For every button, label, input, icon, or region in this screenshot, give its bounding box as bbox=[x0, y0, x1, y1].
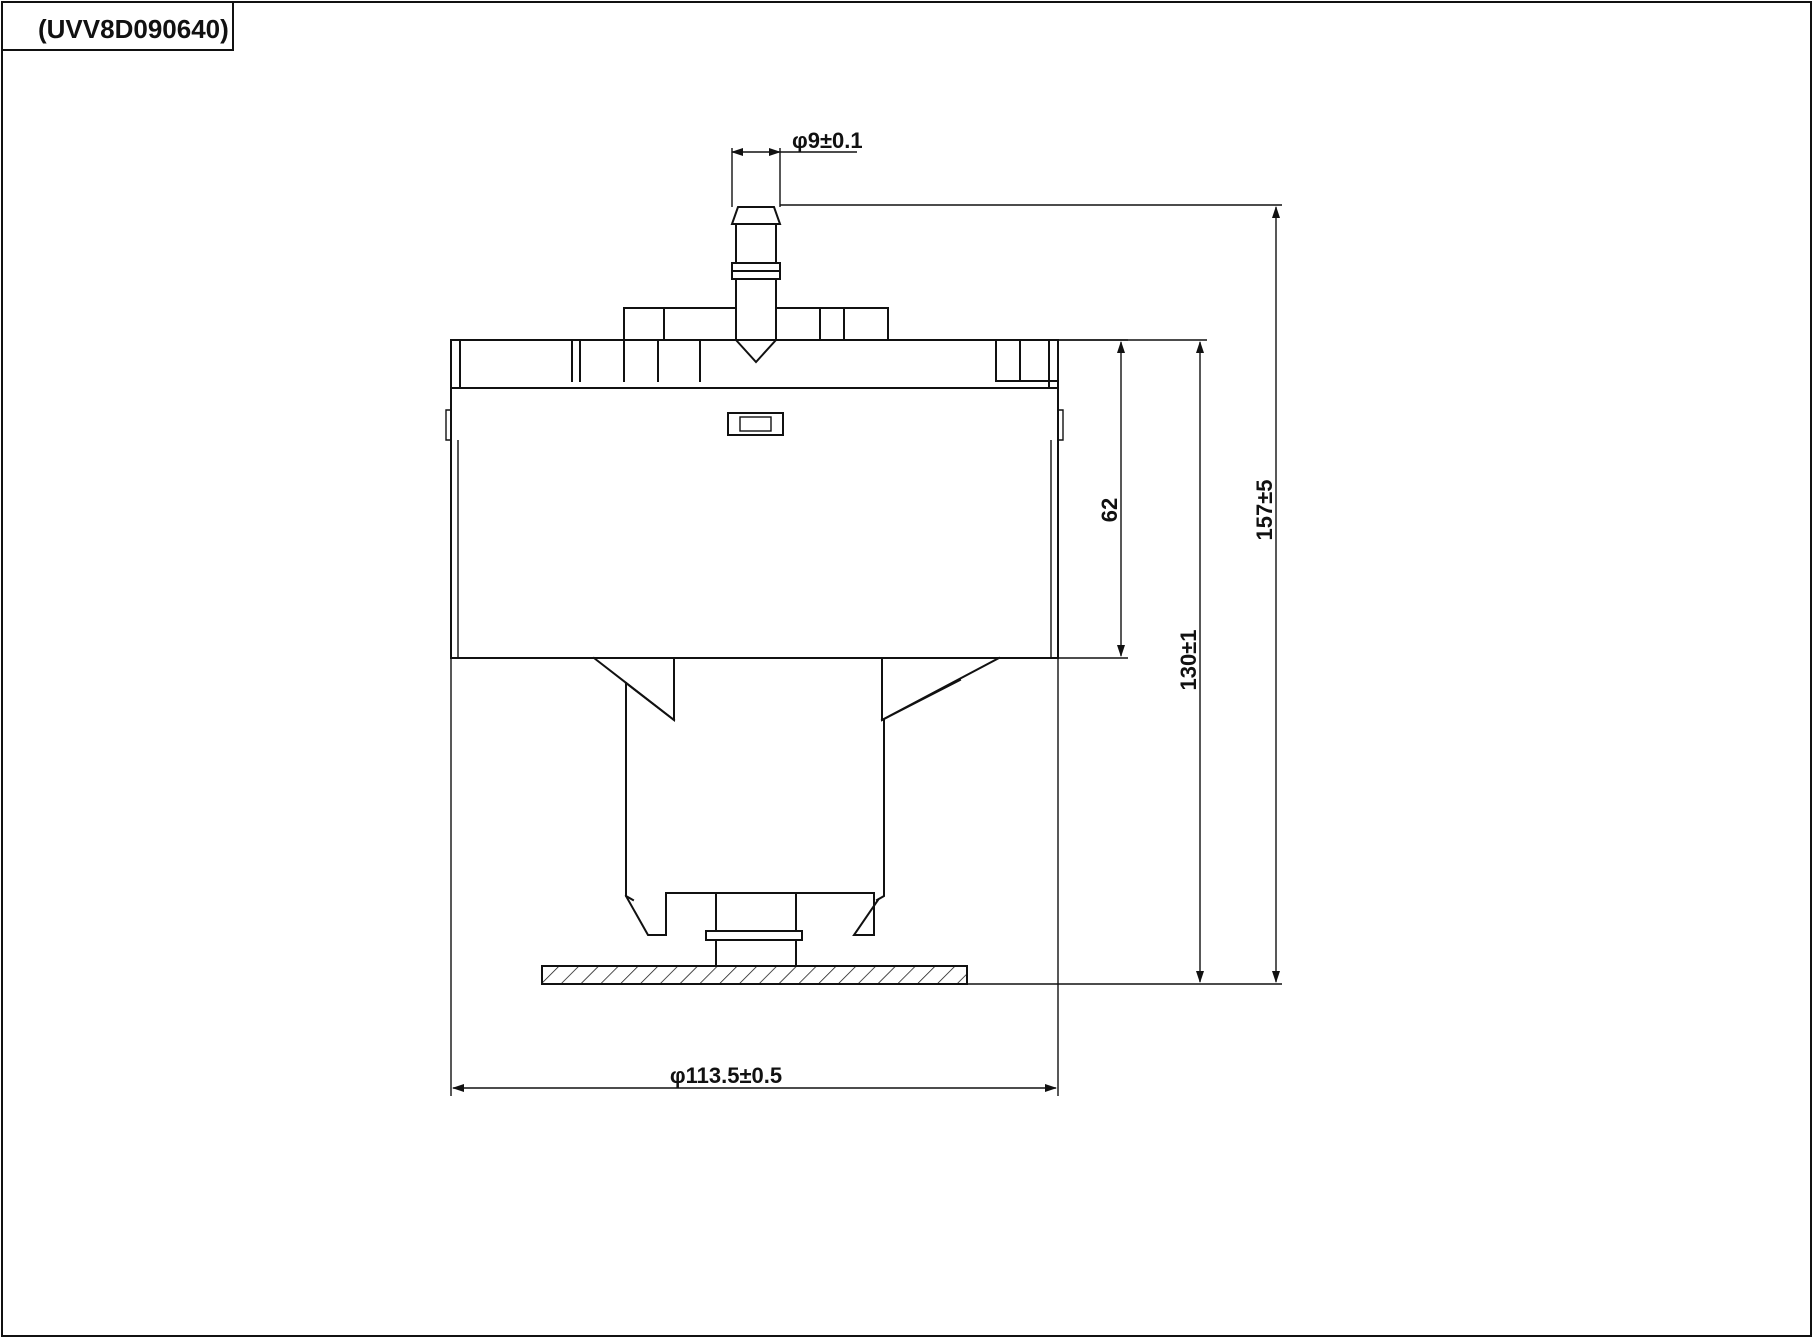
flange-body bbox=[445, 387, 1064, 659]
pump-cylinder bbox=[624, 682, 885, 936]
flange-top-band bbox=[450, 339, 1059, 389]
body-height-label: 130±1 bbox=[1176, 629, 1201, 690]
dim-body-height: 130±1 bbox=[967, 339, 1207, 985]
inlet-stub bbox=[705, 892, 803, 967]
flange-window bbox=[727, 412, 784, 436]
title-tab: (UVV8D090640) bbox=[1, 3, 234, 51]
dim-overall-height: 157±5 bbox=[780, 204, 1282, 985]
outlet-diameter-label: φ9±0.1 bbox=[792, 128, 863, 153]
pump-assembly bbox=[445, 206, 1064, 985]
dim-flange-height: 62 bbox=[1058, 339, 1128, 659]
filter-plate bbox=[541, 965, 968, 985]
outlet-nozzle bbox=[730, 206, 782, 364]
support-gussets bbox=[592, 656, 1001, 723]
part-number-label: (UVV8D090640) bbox=[38, 14, 229, 44]
overall-height-label: 157±5 bbox=[1252, 479, 1277, 540]
top-cover bbox=[571, 307, 1059, 382]
flange-height-label: 62 bbox=[1097, 498, 1122, 522]
dim-outlet-diameter: φ9±0.1 bbox=[731, 128, 863, 207]
flange-diameter-label: φ113.5±0.5 bbox=[670, 1063, 782, 1088]
dim-flange-diameter: φ113.5±0.5 bbox=[450, 658, 1059, 1096]
